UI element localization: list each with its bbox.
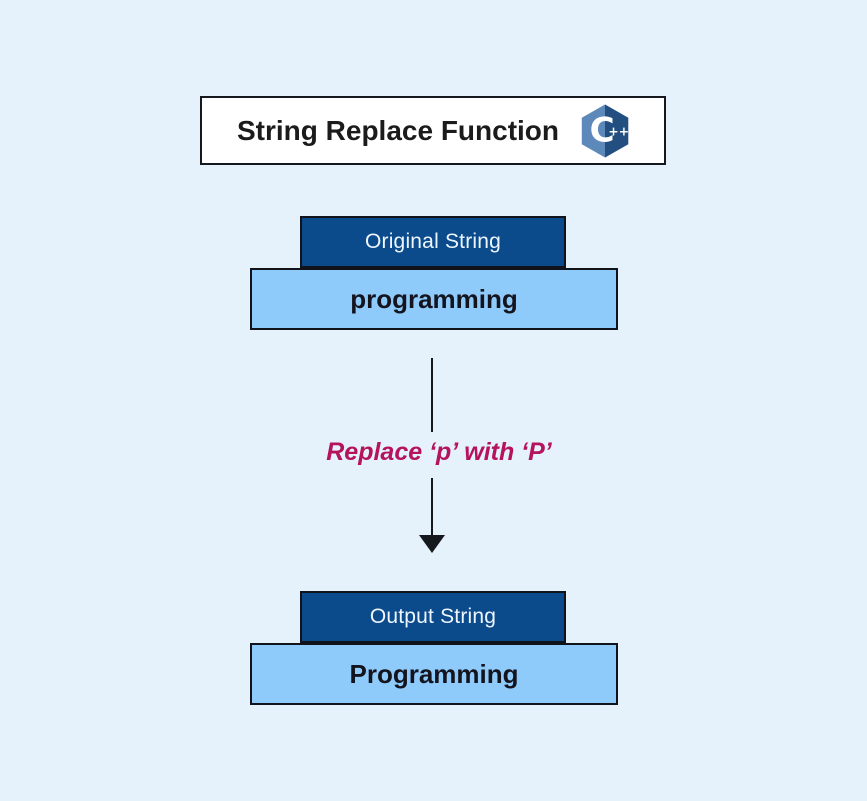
original-string-tab: Original String (300, 216, 566, 268)
arrow-line-top (431, 358, 433, 432)
original-string-label: Original String (364, 230, 502, 253)
replace-annotation: Replace ‘p’ with ‘P’ (326, 438, 552, 466)
page-title: String Replace Function (236, 114, 560, 146)
output-string-tab: Output String (300, 591, 566, 643)
title-box: String Replace Function C ++ (200, 96, 666, 165)
original-string-value: programming (350, 283, 518, 314)
svg-text:C: C (590, 110, 615, 150)
output-string-value: Programming (349, 658, 519, 689)
cpp-logo-icon: C ++ (581, 103, 629, 158)
output-string-value-box: Programming (250, 643, 618, 705)
original-string-value-box: programming (250, 268, 618, 330)
arrow-head-icon (419, 535, 445, 553)
svg-text:++: ++ (608, 124, 629, 138)
output-string-label: Output String (369, 605, 497, 628)
arrow-line-bottom (431, 478, 433, 536)
